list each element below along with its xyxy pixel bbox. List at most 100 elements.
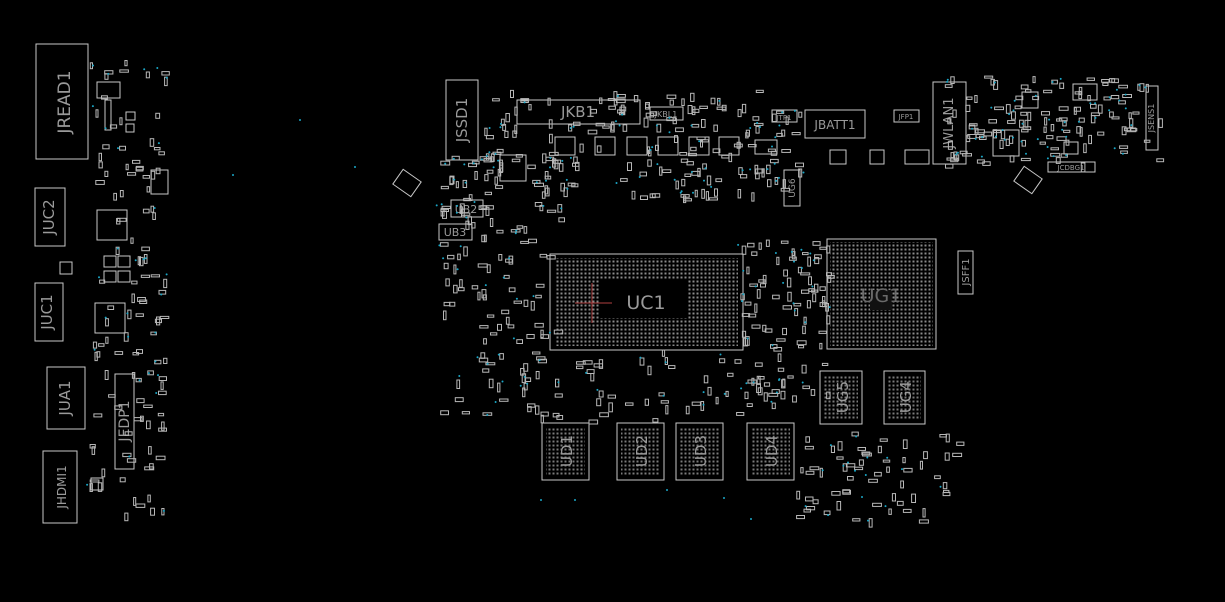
connector-jssd1[interactable]: JSSD1: [445, 79, 479, 161]
smd-part: [979, 135, 987, 140]
chip-ud2-dram[interactable]: UD2: [616, 422, 665, 481]
connector-jread1[interactable]: JREAD1: [35, 43, 89, 160]
connector-jcdbg1[interactable]: JCDBG1: [1047, 161, 1096, 173]
via: [1020, 140, 1023, 143]
smd-part: [463, 197, 472, 202]
smd-part: [786, 277, 792, 288]
smd-part: [691, 170, 701, 176]
chip-ug5-vram[interactable]: UG5: [819, 370, 863, 425]
smd-part: [675, 127, 684, 133]
via: [232, 174, 234, 176]
connector-jsff1[interactable]: JSFF1: [957, 250, 974, 295]
smd-part: [749, 283, 758, 287]
chip-ug4-vram[interactable]: UG4: [883, 370, 926, 425]
smd-part: [826, 315, 831, 325]
smd-part: [523, 299, 529, 307]
smd-part: [821, 300, 826, 308]
smd-part: [640, 195, 648, 200]
connector-jfp1[interactable]: JFP1: [893, 109, 920, 123]
smd-part: [1021, 128, 1029, 133]
chip-ud1-dram[interactable]: UD1: [541, 422, 590, 481]
via: [774, 252, 777, 254]
via: [971, 127, 974, 130]
via: [615, 182, 618, 184]
connector-jhdmi1[interactable]: JHDMI1: [42, 450, 78, 524]
smd-part: [683, 198, 692, 202]
smd-part: [752, 116, 760, 121]
smd-part: [798, 168, 803, 178]
via: [723, 497, 725, 499]
smd-part: [721, 104, 727, 112]
via: [444, 162, 447, 165]
smd-part: [754, 362, 763, 367]
smd-part: [974, 127, 979, 135]
via: [1130, 124, 1133, 127]
via: [702, 403, 705, 406]
chip-ub3[interactable]: UB3: [438, 223, 473, 241]
chip-ud2-label: UD2: [633, 435, 651, 467]
via: [651, 146, 654, 149]
smd-part: [772, 113, 777, 122]
via: [741, 300, 743, 303]
connector-jbatt1[interactable]: JBATT1: [804, 109, 866, 139]
connector-juc2[interactable]: JUC2: [34, 187, 66, 247]
smd-part: [535, 294, 542, 299]
smd-part: [150, 205, 155, 213]
via: [1124, 93, 1127, 96]
smd-part: [685, 405, 690, 415]
smd-part: [858, 459, 864, 466]
smd-part: [797, 266, 802, 274]
via: [718, 99, 721, 102]
chip-ug1-gpu[interactable]: UG1: [826, 238, 937, 350]
connector-juc1[interactable]: JUC1: [34, 282, 64, 342]
connector-jua1-label: JUA1: [56, 380, 74, 416]
smd-part: [507, 324, 515, 329]
chip-ud4-dram[interactable]: UD4: [746, 422, 795, 481]
smd-part: [1109, 111, 1114, 118]
smd-part: [1005, 138, 1010, 146]
smd-part: [496, 229, 504, 234]
smd-part: [119, 117, 123, 126]
smd-part: [796, 515, 805, 520]
connector-jbatt1-label: JBATT1: [813, 118, 855, 132]
smd-part: [740, 174, 748, 179]
via: [502, 276, 505, 279]
via: [690, 171, 693, 173]
chip-ub3-label: UB3: [444, 226, 467, 239]
smd-part: [540, 411, 549, 417]
smd-part: [705, 191, 709, 201]
via: [147, 372, 150, 375]
smd-part: [879, 438, 888, 442]
via: [1108, 96, 1111, 99]
via: [134, 259, 137, 262]
smd-part: [900, 480, 905, 489]
smd-part: [1007, 120, 1016, 124]
via: [1048, 118, 1051, 121]
smd-part: [814, 254, 822, 260]
smd-part: [826, 391, 831, 400]
smd-part: [461, 212, 471, 216]
smd-part: [665, 405, 669, 415]
smd-part: [443, 262, 449, 270]
via: [535, 181, 538, 184]
smd-part: [527, 406, 532, 413]
smd-part: [702, 163, 707, 170]
smd-part: [89, 479, 100, 483]
via: [494, 152, 497, 155]
chip-ud3-dram[interactable]: UD3: [675, 422, 724, 481]
smd-part: [745, 129, 750, 137]
via: [745, 382, 748, 385]
smd-part: [141, 246, 150, 252]
smd-part: [707, 386, 712, 396]
smd-part: [715, 396, 719, 405]
smd-part: [700, 139, 703, 148]
smd-part: [104, 170, 109, 178]
smd-part: [155, 455, 166, 461]
chip-uc1-cpu[interactable]: UC1: [549, 253, 744, 351]
smd-part: [1073, 107, 1077, 115]
connector-jsens1[interactable]: JSENS1: [1145, 85, 1159, 151]
connector-jua1[interactable]: JUA1: [46, 366, 86, 430]
smd-part: [944, 84, 953, 88]
smd-part: [1118, 84, 1129, 89]
chip-ud3-label: UD3: [692, 435, 710, 467]
